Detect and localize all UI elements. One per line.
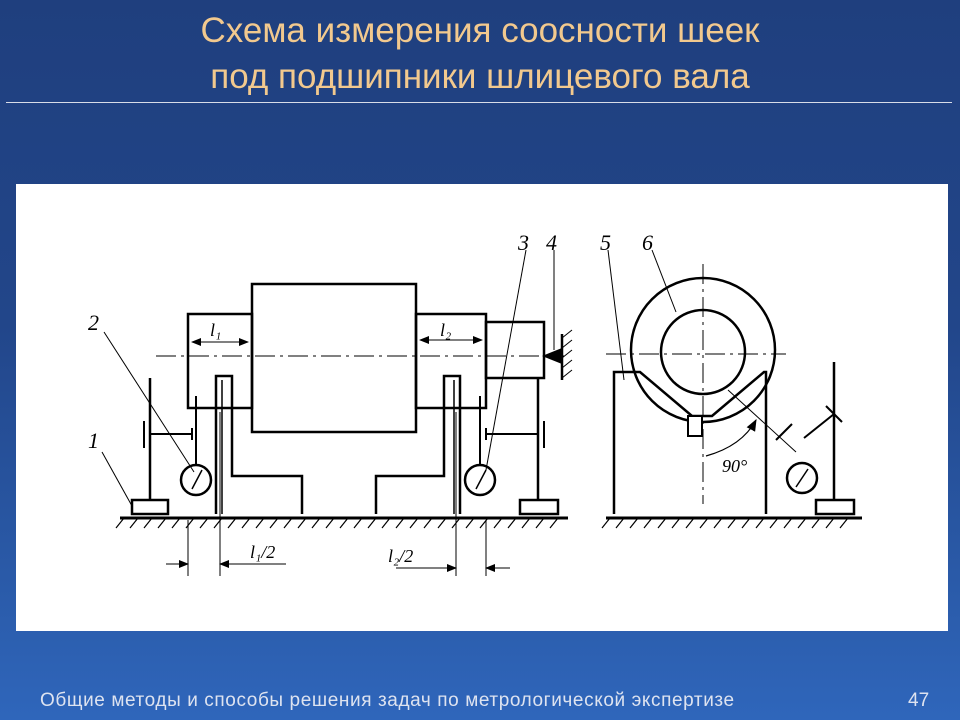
indicator-stand-base-right xyxy=(518,498,560,516)
callout-6: 6 xyxy=(642,230,653,255)
leader-2 xyxy=(103,331,195,473)
slide-title: Схема измерения соосности шеек под подши… xyxy=(0,8,960,100)
shaft-journal-left xyxy=(186,312,254,410)
indicator-stand-base-section xyxy=(814,498,856,516)
dim-l2-half: l₂/2 xyxy=(388,546,413,566)
callout-5: 5 xyxy=(600,230,611,255)
title-line-1: Схема измерения соосности шеек xyxy=(200,11,760,50)
indicator-stand-base-left xyxy=(130,498,170,516)
prism-support-right xyxy=(374,374,462,514)
prism-support-left xyxy=(214,374,304,514)
title-divider xyxy=(6,102,952,103)
leader-5 xyxy=(607,249,625,381)
shaft-end-step xyxy=(484,320,546,380)
leader-3 xyxy=(485,249,527,471)
base-hatching xyxy=(115,517,559,529)
dim-l1-half: l₁/2 xyxy=(250,542,275,562)
shaft-central-body xyxy=(250,282,418,434)
dim-angle: 90° xyxy=(722,456,747,476)
leader-6 xyxy=(651,249,677,313)
left-view xyxy=(101,249,573,576)
angle-arc xyxy=(705,418,757,457)
callout-3: 3 xyxy=(517,230,529,255)
right-view xyxy=(601,249,862,529)
prism-block xyxy=(612,370,768,514)
slide-footer: Общие методы и способы решения задач по … xyxy=(40,690,735,711)
leader-1 xyxy=(101,451,133,507)
callout-1: 1 xyxy=(88,428,99,453)
title-line-2: под подшипники шлицевого вала xyxy=(210,57,750,96)
dim-l2: l₂ xyxy=(440,320,451,340)
coaxiality-diagram: 1 2 3 4 5 6 l₁ l₂ l₁/2 l₂/2 90° xyxy=(88,230,862,576)
callout-4: 4 xyxy=(546,230,557,255)
callout-2: 2 xyxy=(88,310,99,335)
page-number: 47 xyxy=(908,690,930,711)
diagram-panel: 1 2 3 4 5 6 l₁ l₂ l₁/2 l₂/2 90° xyxy=(16,184,948,631)
dim-l1: l₁ xyxy=(210,320,221,340)
